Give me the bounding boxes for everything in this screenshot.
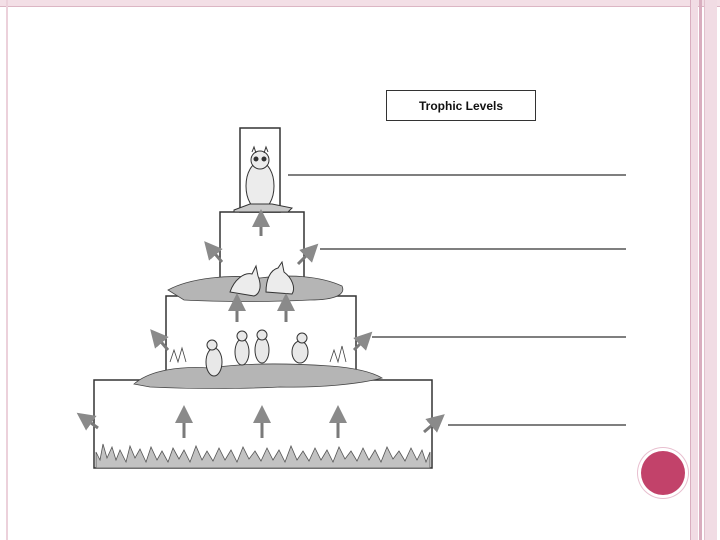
arrow-loss-prairie-right <box>352 331 373 352</box>
top-border-rule <box>0 0 720 7</box>
accent-circle <box>641 451 685 495</box>
owl <box>233 145 294 213</box>
left-border-rule <box>6 0 8 540</box>
foxes <box>229 260 295 297</box>
fox-2 <box>265 260 295 295</box>
diagram-title: Trophic Levels <box>418 98 504 113</box>
right-stripe-1 <box>690 0 698 540</box>
energy-arrows <box>76 209 445 438</box>
arrow-loss-prairie-left <box>150 329 170 351</box>
label-lines <box>288 174 626 426</box>
fox-1 <box>229 264 261 297</box>
prairie-ground <box>133 345 384 389</box>
right-stripe-3 <box>704 0 717 540</box>
arrow-loss-grass-left <box>76 412 99 431</box>
prairie-dog-4 <box>291 340 309 364</box>
arrow-loss-fox-left <box>204 241 224 263</box>
prairie-dogs <box>205 329 309 377</box>
prairie-dog-3 <box>254 336 270 364</box>
right-stripe-2 <box>699 0 702 540</box>
diagram-title-box: Trophic Levels <box>386 90 536 121</box>
prairie-dog-2 <box>234 338 250 366</box>
grass-ground <box>95 443 431 469</box>
prairie-dog-1 <box>205 347 223 377</box>
arrow-loss-grass-right <box>423 414 445 434</box>
arrow-loss-fox-right <box>296 243 319 266</box>
